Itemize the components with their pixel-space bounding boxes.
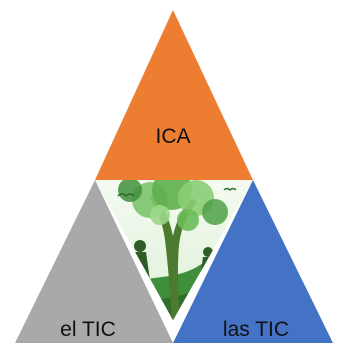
- triangle-left: el TIC: [15, 180, 173, 343]
- label-las-tic: las TIC: [223, 318, 289, 341]
- triangle-top: ICA: [95, 10, 253, 180]
- label-el-tic: el TIC: [60, 318, 116, 341]
- triangle-right: las TIC: [173, 180, 333, 343]
- label-ica: ICA: [155, 125, 190, 148]
